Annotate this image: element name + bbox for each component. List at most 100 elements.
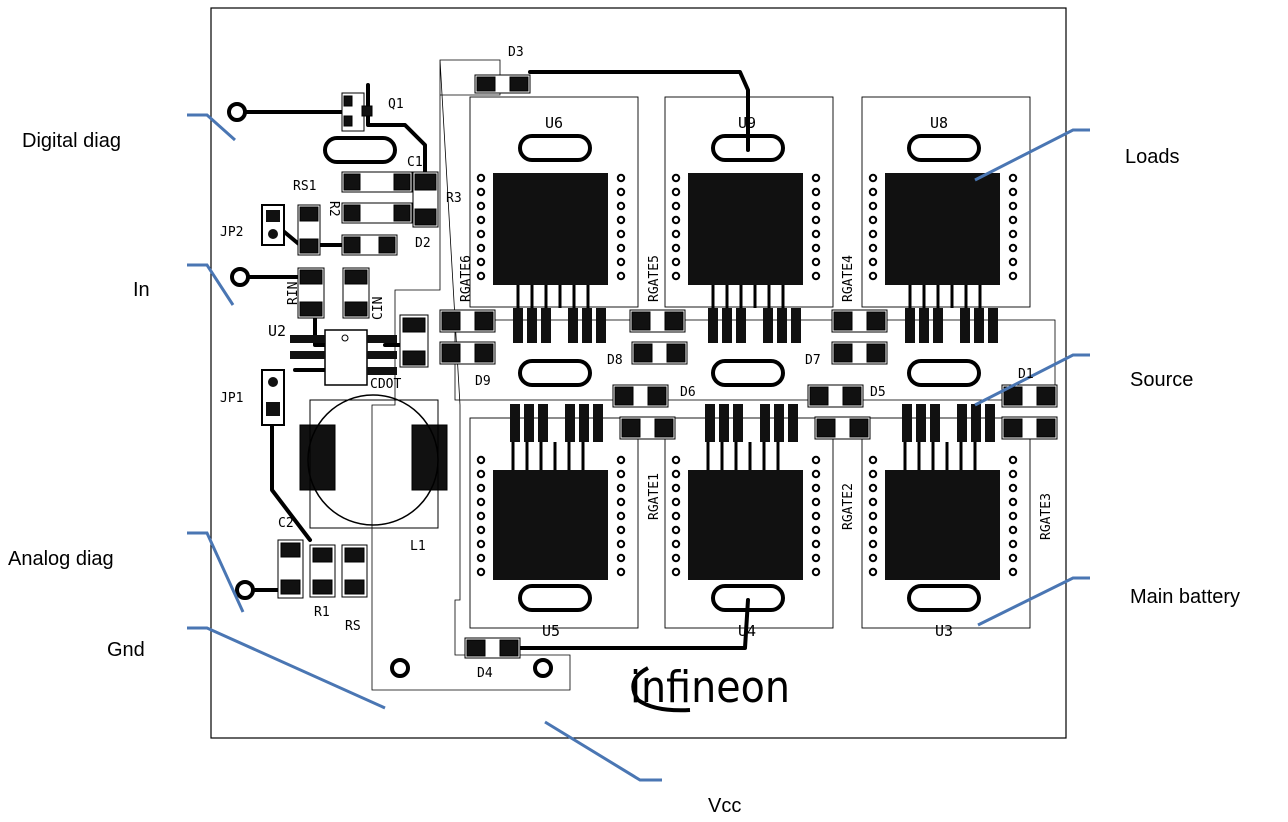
via: [671, 553, 681, 563]
via: [1008, 187, 1018, 197]
via: [1008, 201, 1018, 211]
via: [616, 257, 626, 267]
mosfet-pad: [985, 404, 995, 442]
via: [811, 201, 821, 211]
via: [1008, 257, 1018, 267]
designator-rgate6: RGATE6: [459, 255, 474, 302]
via: [811, 497, 821, 507]
mosfet-pad: [933, 308, 943, 343]
via: [476, 525, 486, 535]
via: [1008, 243, 1018, 253]
designator-rgate3: RGATE3: [1039, 493, 1054, 540]
slug-slot: [907, 584, 981, 612]
via: [671, 257, 681, 267]
designator-d2: D2: [415, 236, 431, 251]
via: [811, 553, 821, 563]
via: [616, 511, 626, 521]
via: [476, 187, 486, 197]
designator-rgate1: RGATE1: [647, 473, 662, 520]
slug-slot: [907, 359, 981, 387]
designator-cdot: CDOT: [370, 377, 401, 392]
via: [811, 215, 821, 225]
designator-cin: CIN: [371, 297, 386, 320]
slug-slot: [518, 584, 592, 612]
via: [811, 229, 821, 239]
jumper-jp1: [261, 369, 285, 426]
module-outlines: [469, 96, 1031, 629]
via: [811, 469, 821, 479]
u2-package: [290, 329, 397, 386]
via: [1008, 553, 1018, 563]
mosfet-pad: [902, 404, 912, 442]
designator-jp2: JP2: [220, 225, 243, 240]
designator-c2: C2: [278, 516, 294, 531]
via: [671, 243, 681, 253]
via: [1008, 173, 1018, 183]
designator-u8: U8: [930, 114, 948, 132]
via: [811, 271, 821, 281]
via: [811, 173, 821, 183]
via: [868, 553, 878, 563]
callout-loads: Loads: [1125, 146, 1180, 168]
ic-body: [885, 173, 1000, 285]
slug-slot: [323, 136, 397, 164]
via: [671, 271, 681, 281]
traces: [235, 70, 750, 650]
slug-slot: [711, 359, 785, 387]
callout-main-battery: Main battery: [1130, 586, 1240, 608]
designator-rs1: RS1: [293, 179, 316, 194]
via: [811, 525, 821, 535]
via: [476, 243, 486, 253]
via: [1008, 215, 1018, 225]
callout-source: Source: [1130, 369, 1193, 391]
via: [811, 455, 821, 465]
slug-slot: [907, 134, 981, 162]
mosfet-pad: [596, 308, 606, 343]
slug-slot: [518, 134, 592, 162]
mosfet-pad: [960, 308, 970, 343]
ic-body: [885, 470, 1000, 580]
designator-u3: U3: [935, 622, 953, 640]
via: [616, 455, 626, 465]
via: [671, 229, 681, 239]
designator-u6: U6: [545, 114, 563, 132]
via: [811, 257, 821, 267]
mosfet-pad: [788, 404, 798, 442]
via: [476, 257, 486, 267]
via: [1008, 525, 1018, 535]
via: [1008, 469, 1018, 479]
via: [616, 553, 626, 563]
via: [476, 229, 486, 239]
mosfet-pad: [513, 308, 523, 343]
via: [671, 187, 681, 197]
via: [671, 483, 681, 493]
designator-u4: U4: [738, 622, 756, 640]
designator-r1: R1: [314, 605, 330, 620]
designator-d7: D7: [805, 353, 821, 368]
mosfet-pad: [538, 404, 548, 442]
designator-u2: U2: [268, 322, 286, 340]
via: [476, 173, 486, 183]
designator-l1: L1: [410, 539, 426, 554]
via: [1008, 539, 1018, 549]
designator-c1: C1: [407, 155, 423, 170]
via: [671, 469, 681, 479]
designator-u9: U9: [738, 114, 756, 132]
via: [811, 483, 821, 493]
callout-gnd: Gnd: [107, 639, 145, 661]
mosfet-pad: [763, 308, 773, 343]
ic-body: [493, 173, 608, 285]
via: [616, 497, 626, 507]
via: [1008, 511, 1018, 521]
infineon-logo: infineon: [630, 662, 790, 713]
via: [616, 525, 626, 535]
via: [671, 497, 681, 507]
via: [616, 271, 626, 281]
mosfet-pad: [705, 404, 715, 442]
mosfet-pad: [988, 308, 998, 343]
mosfet-pad: [722, 308, 732, 343]
via: [868, 201, 878, 211]
mosfet-pad: [919, 308, 929, 343]
via: [671, 525, 681, 535]
